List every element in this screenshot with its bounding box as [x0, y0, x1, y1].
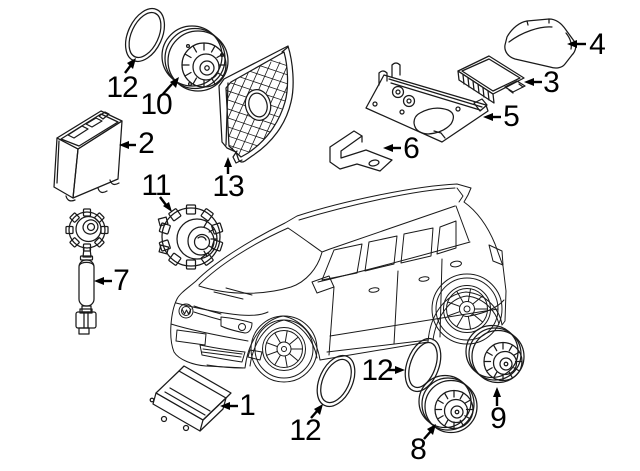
- amplifier-box-drawing: [53, 110, 123, 202]
- callout-label-12-rear-center: 12: [361, 354, 393, 387]
- module-cover-drawing: [504, 18, 577, 69]
- front-door-speaker-drawing: [161, 25, 229, 92]
- arrow-11: [159, 196, 172, 212]
- center-speaker-drawing: [157, 204, 224, 270]
- callout-label-13: 13: [212, 170, 244, 203]
- callout-label-5: 5: [503, 100, 520, 133]
- rear-speaker-right-drawing: [465, 324, 525, 384]
- callout-label-11: 11: [141, 169, 171, 202]
- callout-label-9: 9: [490, 402, 507, 435]
- callout-label-2: 2: [138, 127, 155, 160]
- control-module-drawing: [457, 55, 526, 104]
- callout-label-3: 3: [543, 66, 560, 99]
- arrow-10: [162, 77, 179, 95]
- callout-label-12-rear-left: 12: [289, 414, 321, 447]
- callout-label-1: 1: [239, 389, 256, 422]
- callout-arrows: [94, 40, 586, 440]
- tweeter-grille-drawing: [218, 45, 294, 164]
- trim-ring-rear-left-drawing: [316, 354, 356, 408]
- arrow-1: [220, 402, 238, 410]
- callout-label-4: 4: [589, 28, 606, 61]
- arrow-5: [483, 113, 501, 121]
- callout-label-12-front: 12: [106, 71, 138, 104]
- arrow-2: [119, 141, 136, 149]
- callout-label-7: 7: [113, 264, 130, 297]
- trim-ring-front-drawing: [124, 8, 166, 62]
- mounting-plate-drawing: [365, 62, 489, 143]
- arrow-3: [524, 78, 542, 86]
- rear-speaker-left-drawing: [418, 374, 478, 434]
- callout-label-6: 6: [403, 132, 420, 165]
- callout-label-8: 8: [410, 433, 427, 466]
- trim-ring-rear-center-drawing: [404, 337, 442, 393]
- arrow-7: [94, 277, 112, 285]
- arrow-13: [224, 157, 232, 174]
- arrow-4: [567, 40, 586, 48]
- vehicle-illustration: [170, 183, 507, 383]
- arrow-12-rear-center: [388, 366, 405, 374]
- arrow-9: [493, 387, 501, 406]
- support-bracket-drawing: [329, 130, 393, 172]
- arrow-6: [383, 144, 401, 152]
- antenna-mast-drawing: [65, 208, 109, 335]
- arrow-12-rear-left: [310, 404, 323, 419]
- arrow-8: [423, 424, 436, 440]
- arrow-12-front: [124, 58, 136, 74]
- radio-unit-drawing: [149, 365, 232, 432]
- callout-label-10: 10: [140, 88, 172, 121]
